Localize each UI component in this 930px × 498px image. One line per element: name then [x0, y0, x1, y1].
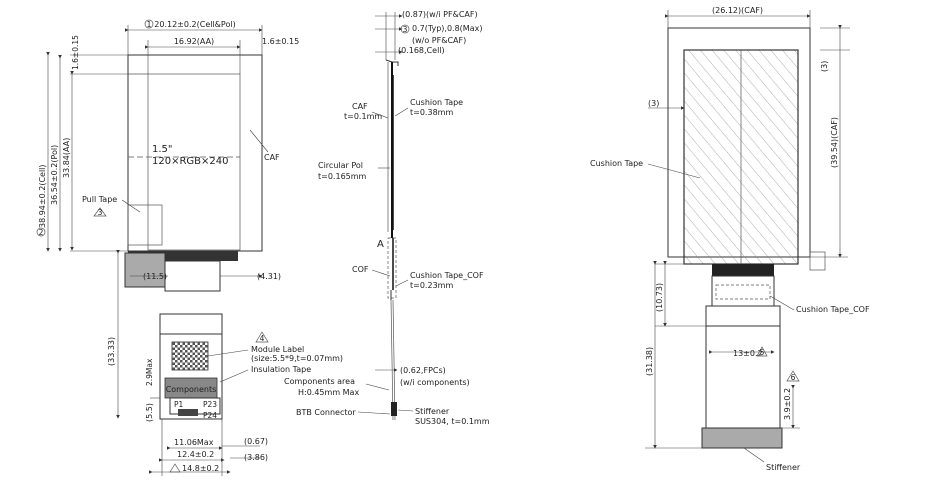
section-a-box [387, 237, 397, 299]
cushion-tape-cof-back [715, 284, 771, 300]
pin-24-label: P24 [203, 411, 217, 420]
fpc-neck [164, 260, 221, 292]
dim-fpc-small: (11.5) [143, 272, 167, 281]
marker-6: 6 [791, 373, 796, 382]
dim-12-4: 12.4±0.2 [177, 450, 214, 459]
front-view: Components P1 P23 P24 20.12±0.2(Cell&Pol… [36, 19, 343, 476]
circular-pol-thickness: t=0.165mm [318, 172, 367, 181]
side-view: (0.87)(w/i PF&CAF) 3 0.7(Typ),0.8(Max) (… [284, 10, 490, 426]
dim-cell-height: 38.94±0.2(Cell) [38, 164, 47, 228]
fpc-back-body [705, 325, 781, 429]
dim-0-87: (0.87)(w/i PF&CAF) [402, 10, 478, 19]
cushion-tape-side-label: Cushion Tape [410, 98, 463, 107]
cof-tab [124, 252, 166, 288]
dim-3-left: (3) [648, 99, 659, 108]
dim-aa-height: 33.84(AA) [62, 138, 71, 178]
btb-pins [178, 409, 198, 416]
caf-side-label: CAF [352, 102, 368, 111]
stiffener-back [701, 427, 783, 449]
cushion-tape-cof-back-label: Cushion Tape_COF [796, 305, 870, 314]
dim-14-8: 14.8±0.2 [182, 464, 219, 473]
btb-connector-label: BTB Connector [296, 408, 356, 417]
insulation-tape-label: Insulation Tape [251, 365, 311, 374]
dim-0-62: (0.62,FPCs) [400, 366, 446, 375]
dim-3-top: (3) [820, 61, 829, 72]
components-height: H:0.45mm Max [298, 388, 359, 397]
module-label-size: (size:5.5*9,t=0.07mm) [251, 354, 343, 363]
dim-cell-pol-width: 20.12±0.2(Cell&Pol) [154, 20, 235, 29]
cof-strip [128, 251, 238, 261]
dim-fpc-length: (33.33) [107, 337, 116, 366]
cushion-tape-thickness: t=0.38mm [410, 108, 453, 117]
marker-2: 2 [39, 228, 44, 237]
back-view: (26.12)(CAF) (3) (3) (39.54)(CAF) Cushio… [590, 6, 870, 472]
pull-tape [127, 204, 163, 246]
section-a-label: A [377, 239, 384, 250]
cof-back [712, 264, 774, 276]
marker-3-side: 3 [403, 25, 408, 34]
dim-aa-width: 16.92(AA) [174, 37, 214, 46]
dim-3-9: 3.9±0.2 [783, 388, 792, 420]
circular-pol-label: Circular Pol [318, 161, 363, 170]
stiffener-spec: SUS304, t=0.1mm [415, 417, 490, 426]
dim-13: 13±0.2 [733, 349, 763, 358]
marker-4: 4 [260, 334, 265, 343]
active-area [147, 73, 241, 251]
module-label-area [171, 341, 209, 371]
stiffener-side-label: Stiffener [415, 407, 450, 416]
dim-caf-height: (39.54)(CAF) [830, 117, 839, 168]
dim-0-168: (0.168,Cell) [398, 46, 445, 55]
dim-3-86: (3.86) [244, 453, 268, 462]
cof-label: COF [352, 265, 369, 274]
side-stiffener [391, 402, 397, 416]
size-label: 1.5" [152, 144, 173, 155]
cushion-tape-cof-thickness: t=0.23mm [410, 281, 453, 290]
dim-caf-width: (26.12)(CAF) [712, 6, 763, 15]
marker-1: 1 [147, 20, 152, 29]
resolution-label: 120×RGB×240 [152, 156, 229, 167]
dim-10-73: (10.73) [655, 283, 664, 312]
dim-5-5: (5.5) [145, 403, 154, 422]
components-text: Components [166, 385, 217, 394]
components-area-label: Components area [284, 377, 355, 386]
marker-5: 5 [760, 348, 765, 357]
module-label-text: Module Label [251, 345, 304, 354]
marker-3: 3 [98, 208, 103, 217]
cushion-tape-cof-label: Cushion Tape_COF [410, 271, 484, 280]
dim-2-9-max: 2.9Max [145, 358, 154, 386]
caf-label: CAF [264, 153, 280, 162]
dim-right-offset: 1.6±0.15 [262, 37, 299, 46]
stiffener-back-label: Stiffener [766, 463, 801, 472]
dim-pol-height: 36.54±0.2(Pol) [50, 145, 59, 205]
dim-0-7: 0.7(Typ),0.8(Max) [412, 24, 482, 33]
w-i-components: (w/i components) [400, 378, 470, 387]
dim-31-38: (31.38) [645, 347, 654, 376]
dim-11-06-max: 11.06Max [174, 438, 214, 447]
pull-tape-label: Pull Tape [82, 195, 117, 204]
pin-23-label: P23 [203, 400, 217, 409]
dim-fpc-offset: (4.31) [257, 272, 281, 281]
cushion-tape-back-label: Cushion Tape [590, 159, 643, 168]
w-o-pf-caf: (w/o PF&CAF) [412, 36, 466, 45]
pin-1-label: P1 [174, 400, 184, 409]
fpc-body [159, 333, 223, 420]
dim-top-offset: 1.6±0.15 [71, 35, 80, 70]
caf-thickness: t=0.1mm [344, 112, 382, 121]
dim-0-67: (0.67) [244, 437, 268, 446]
